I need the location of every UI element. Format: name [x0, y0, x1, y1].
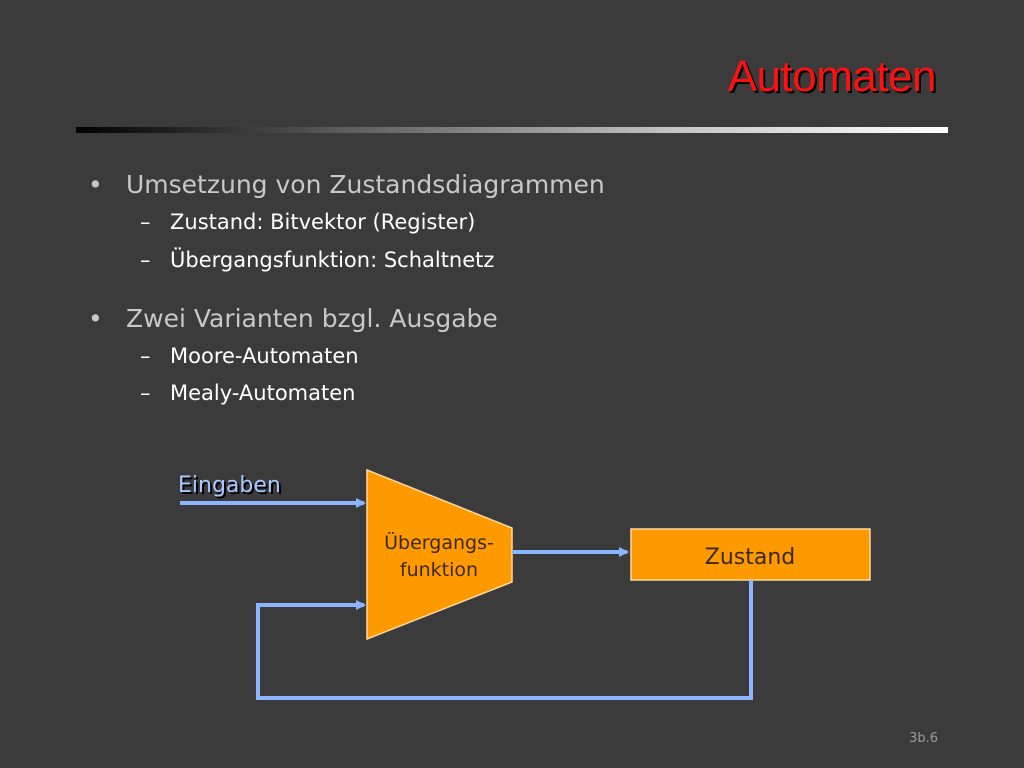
- sub-bullet-item: –Übergangsfunktion: Schaltnetz: [140, 248, 494, 272]
- transition-label-line1: Übergangs-: [384, 531, 494, 554]
- sub-bullet-text: Mealy-Automaten: [170, 381, 356, 405]
- state-register-block: [630, 528, 871, 581]
- input-label-shadow: Eingaben: [180, 475, 283, 500]
- dash-icon: –: [140, 210, 151, 234]
- bullet-item-2: • Zwei Varianten bzgl. Ausgabe: [88, 304, 498, 333]
- dash-icon: –: [140, 344, 151, 368]
- slide-title: Automaten: [727, 52, 937, 101]
- state-label: Zustand: [705, 545, 796, 570]
- sub-bullet-item: –Zustand: Bitvektor (Register): [140, 210, 475, 234]
- input-label: Eingaben: [178, 473, 281, 498]
- sub-bullet-text: Übergangsfunktion: Schaltnetz: [170, 248, 495, 272]
- sub-bullet-item: –Mealy-Automaten: [140, 381, 355, 405]
- dash-icon: –: [140, 248, 151, 272]
- transition-label-line2: funktion: [400, 559, 478, 581]
- transition-function-block: [366, 468, 513, 641]
- sub-bullet-text: Zustand: Bitvektor (Register): [170, 210, 476, 234]
- bullet-icon: •: [88, 304, 103, 333]
- bullet-icon: •: [88, 170, 103, 199]
- feedback-arrow: [256, 580, 753, 700]
- sub-bullet-item: –Moore-Automaten: [140, 344, 359, 368]
- bullet-text: Umsetzung von Zustandsdiagrammen: [126, 170, 605, 199]
- sub-bullet-text: Moore-Automaten: [170, 344, 359, 368]
- bullet-item-1: • Umsetzung von Zustandsdiagrammen: [88, 170, 605, 199]
- bullet-text: Zwei Varianten bzgl. Ausgabe: [126, 304, 498, 333]
- dash-icon: –: [140, 381, 151, 405]
- page-number: 3b.6: [909, 731, 938, 746]
- title-divider: [76, 127, 948, 133]
